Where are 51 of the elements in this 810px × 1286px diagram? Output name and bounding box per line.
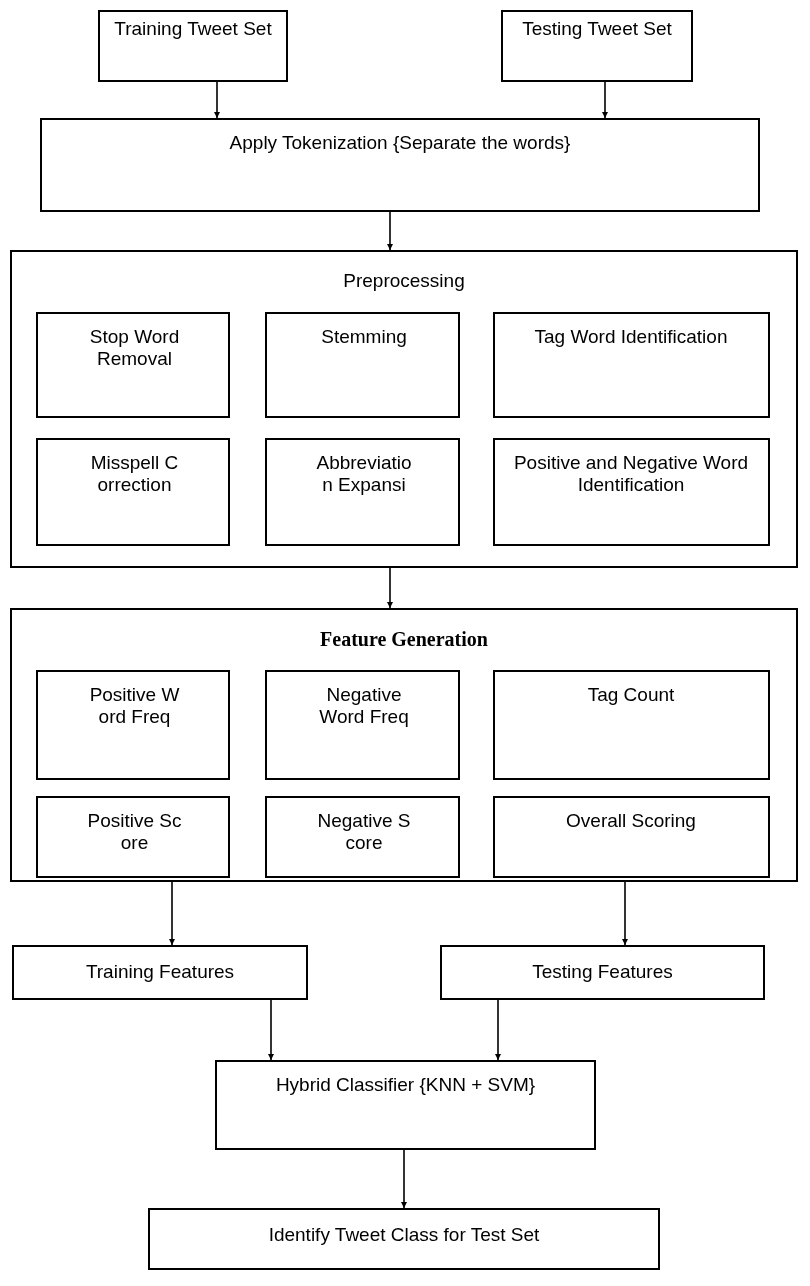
process-box [492,311,770,418]
box-label: Stop Word Removal [88,325,181,370]
box-label: Training Features [84,961,236,983]
box-label: Testing Features [531,961,674,983]
process-box [492,795,770,878]
box-label: Misspell Correction [89,451,180,496]
process-box [264,311,460,418]
process-box [35,795,230,878]
process-box [501,10,693,82]
arrow [214,81,220,119]
arrow [401,1149,407,1209]
process-box [40,118,760,212]
box-label: Tag Word Identification [533,325,729,348]
box-label: Identify Tweet Class for Test Set [267,1224,541,1246]
box-label: Apply Tokenization {Separate the words} [228,132,572,154]
box-label: Overall Scoring [565,809,697,832]
box-label: Abbreviation Expansi [315,451,413,496]
process-box [492,437,770,546]
arrow [387,567,393,609]
box-label: Positive and Negative Word Identification [512,451,750,496]
group-heading: Feature Generation [319,628,489,650]
group-heading: Preprocessing [342,270,466,292]
box-label: Training Tweet Set [113,18,273,40]
group-panel [10,608,798,882]
arrow [268,999,274,1061]
process-box [12,945,308,1000]
process-box [264,669,460,780]
group-panel [10,250,798,568]
process-box [35,669,230,780]
box-label: Positive Word Freq [88,683,181,728]
process-box [440,945,765,1000]
box-label: Negative Word Freq [318,683,410,728]
process-box [98,10,288,82]
box-label: Testing Tweet Set [521,18,673,40]
arrow [169,881,175,946]
process-box [264,795,460,878]
box-label: Positive Score [86,809,183,854]
box-label: Negative Score [316,809,412,854]
process-box [148,1208,660,1270]
process-box [35,311,230,418]
box-label: Stemming [320,325,408,348]
box-label: Hybrid Classifier {KNN + SVM} [274,1074,537,1096]
process-box [492,669,770,780]
arrow [622,881,628,946]
arrow [602,81,608,119]
process-box [215,1060,596,1150]
process-box [35,437,230,546]
arrow [387,211,393,251]
box-label: Tag Count [586,683,676,706]
arrow [495,999,501,1061]
process-box [264,437,460,546]
